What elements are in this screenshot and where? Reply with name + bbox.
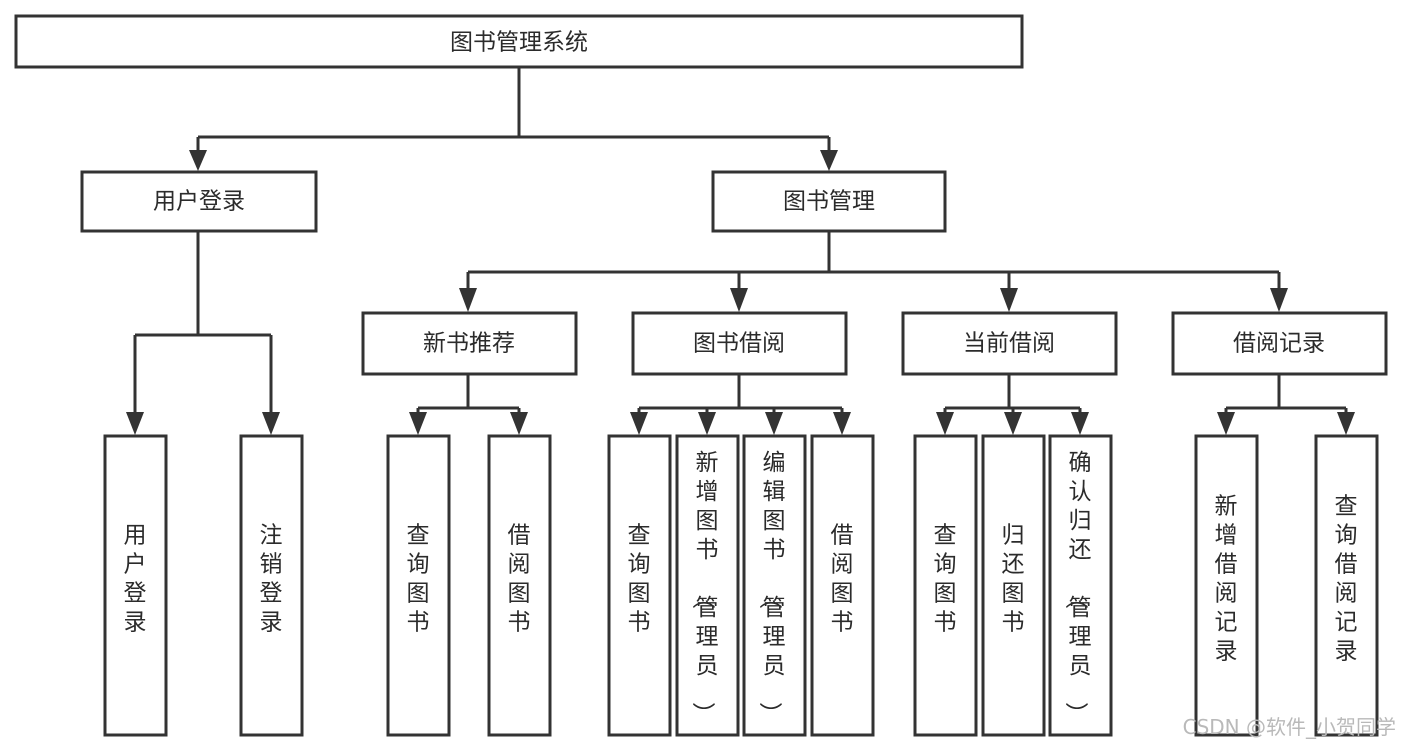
- node-leaf-record-add[interactable]: 新增借阅记录: [1194, 434, 1259, 737]
- node-book-borrow-label: 图书借阅: [693, 331, 785, 357]
- node-book-manage[interactable]: 图书管理: [711, 170, 947, 233]
- node-leaf-current-query-book[interactable]: 查询图书: [913, 434, 978, 737]
- arrow-to-borrow-record: [1270, 288, 1288, 312]
- arrow-root-to-book-manage: [820, 150, 838, 171]
- node-root[interactable]: 图书管理系统: [14, 14, 1024, 69]
- node-leaf-record-query-label: 查询借阅记录: [1335, 494, 1358, 665]
- node-leaf-record-add-box[interactable]: [1194, 434, 1259, 737]
- node-leaf-borrow-borrow-book-box[interactable]: [810, 434, 875, 737]
- node-current-borrow[interactable]: 当前借阅: [901, 311, 1118, 376]
- node-leaf-rec-borrow-book-label: 借阅图书: [508, 523, 531, 636]
- edge-group-user-login: [126, 231, 280, 435]
- node-leaf-borrow-query-book-box[interactable]: [607, 434, 672, 737]
- node-root-box[interactable]: [14, 14, 1024, 69]
- node-leaf-rec-borrow-book[interactable]: 借阅图书: [487, 434, 552, 737]
- node-leaf-borrow-edit-book-box[interactable]: [742, 434, 807, 737]
- arrow-to-leaf-current-confirm-return: [1071, 412, 1089, 435]
- node-leaf-record-query[interactable]: 查询借阅记录: [1314, 434, 1379, 737]
- node-leaf-current-query-book-box[interactable]: [913, 434, 978, 737]
- node-leaf-current-confirm-return-label: 确认归还（管理员）: [1063, 450, 1092, 725]
- node-leaf-rec-query-book[interactable]: 查询图书: [386, 434, 451, 737]
- node-leaf-borrow-query-book-label: 查询图书: [628, 523, 651, 636]
- arrow-to-leaf-rec-borrow-book: [510, 412, 528, 435]
- edge-group-new-book-rec: [409, 375, 528, 435]
- arrow-to-leaf-current-query-book: [936, 412, 954, 435]
- node-leaf-current-return-book-box[interactable]: [981, 434, 1046, 737]
- node-borrow-record[interactable]: 借阅记录: [1171, 311, 1388, 376]
- edge-group-book-borrow: [630, 375, 851, 435]
- node-leaf-current-return-book-label: 归还图书: [1002, 523, 1025, 636]
- node-leaf-current-query-book-label: 查询图书: [934, 523, 957, 636]
- node-leaf-rec-query-book-label: 查询图书: [407, 523, 430, 636]
- arrow-to-leaf-user-logout: [262, 412, 280, 435]
- node-leaf-borrow-add-book-label: 新增图书（管理员）: [690, 450, 719, 725]
- edge-group-root: [189, 67, 838, 171]
- arrow-to-leaf-rec-query-book: [409, 412, 427, 435]
- node-leaf-user-logout-label: 注销登录: [260, 523, 283, 636]
- node-leaf-borrow-borrow-book-label: 借阅图书: [831, 523, 854, 636]
- node-root-label: 图书管理系统: [450, 30, 588, 56]
- node-leaf-current-return-book[interactable]: 归还图书: [981, 434, 1046, 737]
- arrow-to-leaf-user-login: [126, 412, 144, 435]
- node-new-book-rec-box[interactable]: [361, 311, 578, 376]
- node-leaf-record-add-label: 新增借阅记录: [1215, 494, 1238, 665]
- node-leaf-user-logout-box[interactable]: [239, 434, 304, 737]
- node-leaf-borrow-edit-book[interactable]: 编辑图书（管理员）: [742, 434, 807, 737]
- arrow-to-new-book-rec: [459, 288, 477, 312]
- node-leaf-record-query-box[interactable]: [1314, 434, 1379, 737]
- arrow-to-leaf-borrow-add-book: [698, 412, 716, 435]
- node-book-manage-label: 图书管理: [783, 189, 875, 215]
- arrow-to-leaf-borrow-borrow-book: [833, 412, 851, 435]
- edge-group-book-manage: [459, 231, 1288, 312]
- node-leaf-current-confirm-return-box[interactable]: [1048, 434, 1113, 737]
- node-user-login[interactable]: 用户登录: [80, 170, 318, 233]
- node-current-borrow-box[interactable]: [901, 311, 1118, 376]
- node-book-manage-box[interactable]: [711, 170, 947, 233]
- arrow-to-leaf-record-query: [1337, 412, 1355, 435]
- node-book-borrow-box[interactable]: [631, 311, 848, 376]
- node-borrow-record-label: 借阅记录: [1233, 331, 1325, 357]
- node-leaf-user-login-box[interactable]: [103, 434, 168, 737]
- node-leaf-rec-borrow-book-box[interactable]: [487, 434, 552, 737]
- node-new-book-rec[interactable]: 新书推荐: [361, 311, 578, 376]
- arrow-root-to-user-login: [189, 150, 207, 171]
- edge-group-current-borrow: [936, 375, 1089, 435]
- node-leaf-borrow-edit-book-label: 编辑图书（管理员）: [757, 450, 786, 725]
- node-leaf-user-login[interactable]: 用户登录: [103, 434, 168, 737]
- node-leaf-borrow-borrow-book[interactable]: 借阅图书: [810, 434, 875, 737]
- arrow-to-book-borrow: [730, 288, 748, 312]
- node-borrow-record-box[interactable]: [1171, 311, 1388, 376]
- watermark-label: CSDN @软件_小贺同学: [1183, 715, 1396, 739]
- node-leaf-user-login-label: 用户登录: [124, 523, 147, 636]
- arrow-to-current-borrow: [1000, 288, 1018, 312]
- node-user-login-box[interactable]: [80, 170, 318, 233]
- node-leaf-rec-query-book-box[interactable]: [386, 434, 451, 737]
- arrow-to-leaf-borrow-query-book: [630, 412, 648, 435]
- node-new-book-rec-label: 新书推荐: [423, 331, 515, 357]
- node-leaf-borrow-add-book-box[interactable]: [675, 434, 740, 737]
- arrow-to-leaf-record-add: [1217, 412, 1235, 435]
- node-current-borrow-label: 当前借阅: [963, 331, 1055, 357]
- node-user-login-label: 用户登录: [153, 189, 245, 215]
- node-leaf-borrow-query-book[interactable]: 查询图书: [607, 434, 672, 737]
- node-book-borrow[interactable]: 图书借阅: [631, 311, 848, 376]
- node-leaf-user-logout[interactable]: 注销登录: [239, 434, 304, 737]
- node-leaf-borrow-add-book[interactable]: 新增图书（管理员）: [675, 434, 740, 737]
- arrow-to-leaf-current-return-book: [1004, 412, 1022, 435]
- edge-group-borrow-record: [1217, 375, 1355, 435]
- arrow-to-leaf-borrow-edit-book: [765, 412, 783, 435]
- node-leaf-current-confirm-return[interactable]: 确认归还（管理员）: [1048, 434, 1113, 737]
